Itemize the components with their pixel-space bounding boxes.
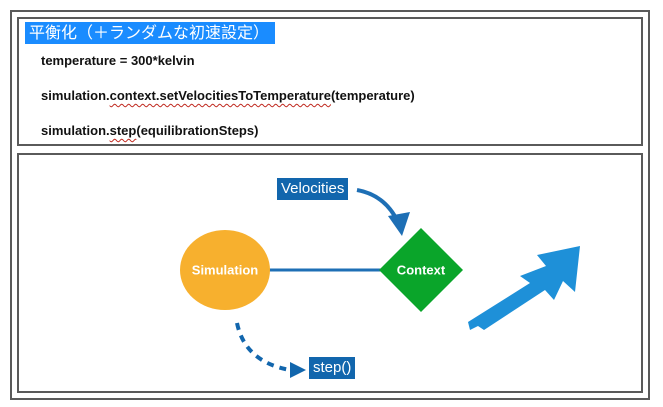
- outer-frame: [10, 10, 650, 400]
- node-context: [379, 228, 463, 312]
- context-label: Context: [396, 262, 446, 278]
- arrow-up-right-icon: [468, 246, 580, 330]
- edge-simulation-step: [235, 322, 291, 372]
- code-panel: 平衡化（＋ランダムな初速設定） temperature = 300*kelvin…: [17, 17, 643, 146]
- arrowhead-icon: [290, 362, 306, 378]
- velocities-label: Velocities: [277, 178, 349, 200]
- spellcheck-underline: context.setVelocitiesToTemperature: [109, 88, 331, 103]
- step-label: step(): [309, 357, 356, 379]
- code-line-set-velocities: simulation.context.setVelocitiesToTemper…: [41, 88, 415, 103]
- node-simulation: [180, 230, 270, 310]
- section-title: 平衡化（＋ランダムな初速設定）: [25, 22, 276, 44]
- arrowhead-icon: [388, 212, 410, 236]
- simulation-label: Simulation: [191, 262, 259, 278]
- code-line-temperature: temperature = 300*kelvin: [41, 53, 195, 68]
- spellcheck-underline: step: [109, 123, 137, 138]
- code-line-step: simulation.step(equilibrationSteps): [41, 123, 259, 138]
